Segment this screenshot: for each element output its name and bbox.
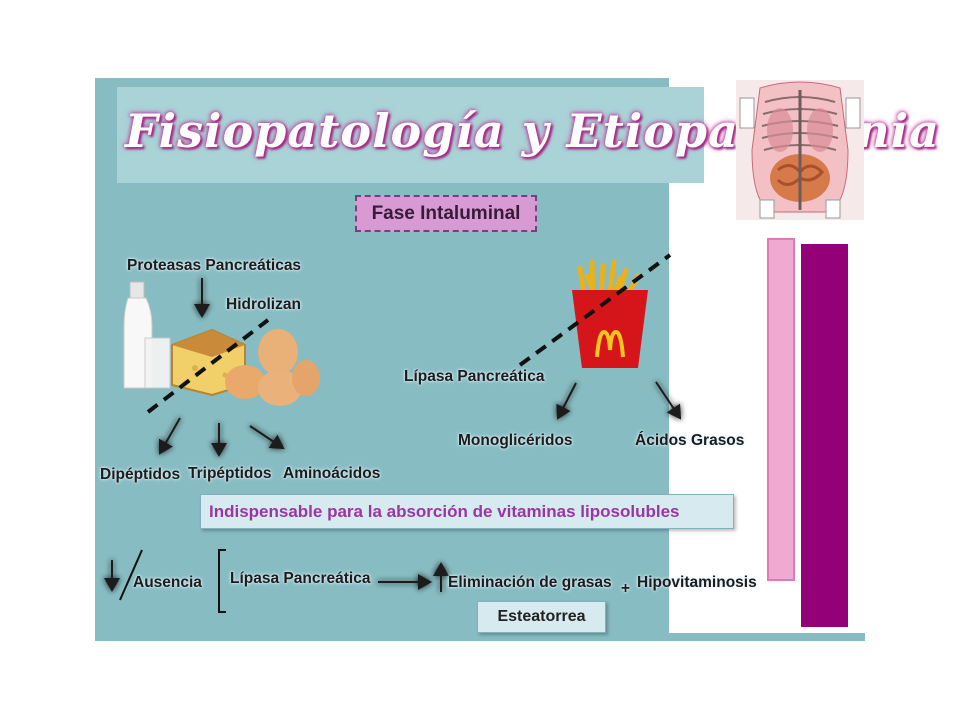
eggs-icon [225,329,320,406]
protein-action-label: Hidrolizan [226,296,301,313]
steatorrhea-box: Esteatorrea [477,601,606,633]
product-aminoacidos: Aminoácidos [283,465,381,482]
bottom-enzyme-label: Lípasa Pancreática [230,570,371,587]
absence-label: Ausencia [133,574,202,591]
product-monogliceridos: Monoglicéridos [458,432,573,449]
anatomy-torso-icon [736,80,864,220]
divider-dashed-left [146,318,270,414]
bracket [218,549,226,613]
product-dipeptidos: Dipéptidos [100,466,181,483]
hypovitaminosis-label: Hipovitaminosis [637,574,757,591]
protein-enzyme-label: Proteasas Pancreáticas [127,257,302,274]
flow-arrows [104,278,682,592]
bottom-strip [669,633,865,641]
plus-sign: + [621,580,631,597]
fries-icon [572,259,648,368]
decorative-pink-bar [767,238,795,581]
fat-enzyme-label: Lípasa Pancreática [404,368,545,385]
info-banner: Indispensable para la absorción de vitam… [200,494,734,529]
milk-bottle-icon [123,281,171,389]
fat-elimination-label: Eliminación de grasas [448,574,612,591]
product-tripeptidos: Tripéptidos [188,465,272,482]
divider-dashed-right [518,253,672,367]
product-acidos-grasos: Ácidos Grasos [635,432,745,449]
slash-mark [119,549,143,601]
phase-label: Fase Intaluminal [355,195,537,232]
title-banner [117,87,704,183]
decorative-magenta-bar [801,244,848,627]
